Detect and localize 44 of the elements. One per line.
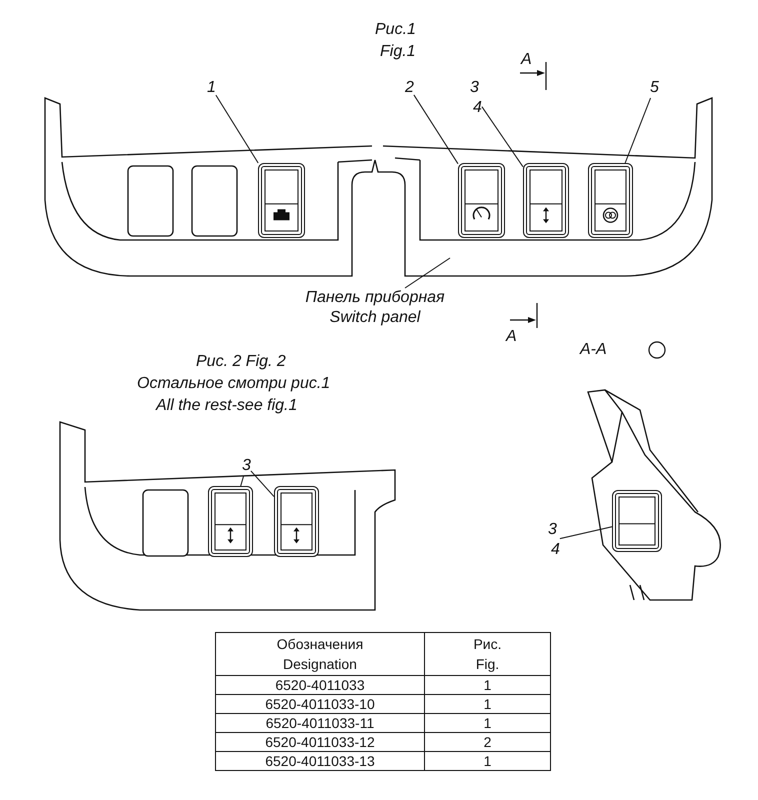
callout-number: 4 — [550, 540, 560, 560]
table-cell: 1 — [484, 677, 492, 693]
table-cell: 1 — [484, 715, 492, 731]
table-cell: 2 — [484, 734, 492, 750]
table-cell: 1 — [484, 753, 492, 769]
note-text: All the rest-see fig.1 — [156, 396, 298, 416]
figure-title: Рис. 2 Fig. 2 — [196, 352, 286, 372]
figure-title: Fig.1 — [380, 42, 416, 62]
table-header: Обозначения Designation — [276, 635, 364, 674]
table-cell: 6520-4011033-11 — [266, 715, 374, 731]
table-cell: 6520-4011033-13 — [265, 753, 375, 769]
leader-line — [559, 526, 612, 540]
callout-number: 5 — [650, 78, 659, 98]
section-letter: A — [506, 327, 517, 347]
rocker-switch — [588, 163, 633, 238]
leader-line — [240, 476, 244, 486]
callout-number: 2 — [405, 78, 414, 98]
rocker-switch — [274, 486, 319, 557]
callout-number: 4 — [472, 98, 482, 118]
leader-line — [481, 106, 524, 168]
callout-number: 3 — [548, 520, 558, 540]
leader-line — [215, 94, 259, 164]
section-letter: A — [521, 50, 532, 70]
callout-number: 1 — [207, 78, 216, 98]
rocker-switch — [458, 163, 505, 238]
leader-line — [250, 470, 274, 498]
rocker-switch — [208, 486, 253, 557]
table-cell: 6520-4011033 — [275, 677, 365, 693]
section-label: A-A — [580, 340, 607, 360]
rocker-switch — [258, 163, 305, 238]
rocker-switch — [612, 490, 662, 552]
leader-line — [404, 258, 450, 288]
figure-title: Рис.1 — [375, 20, 416, 40]
leader-line — [413, 94, 458, 164]
callout-number: 3 — [242, 456, 251, 476]
rocker-switch — [523, 163, 569, 238]
part-label: Панель приборная Switch panel — [300, 288, 450, 328]
table-header: Рис. Fig. — [472, 635, 503, 674]
callout-number: 3 — [470, 78, 480, 98]
table-cell: 6520-4011033-12 — [265, 734, 375, 750]
table-cell: 6520-4011033-10 — [265, 696, 375, 712]
leader-line — [624, 98, 652, 164]
table-cell: 1 — [484, 696, 492, 712]
note-text: Остальное смотри рис.1 — [137, 374, 330, 394]
